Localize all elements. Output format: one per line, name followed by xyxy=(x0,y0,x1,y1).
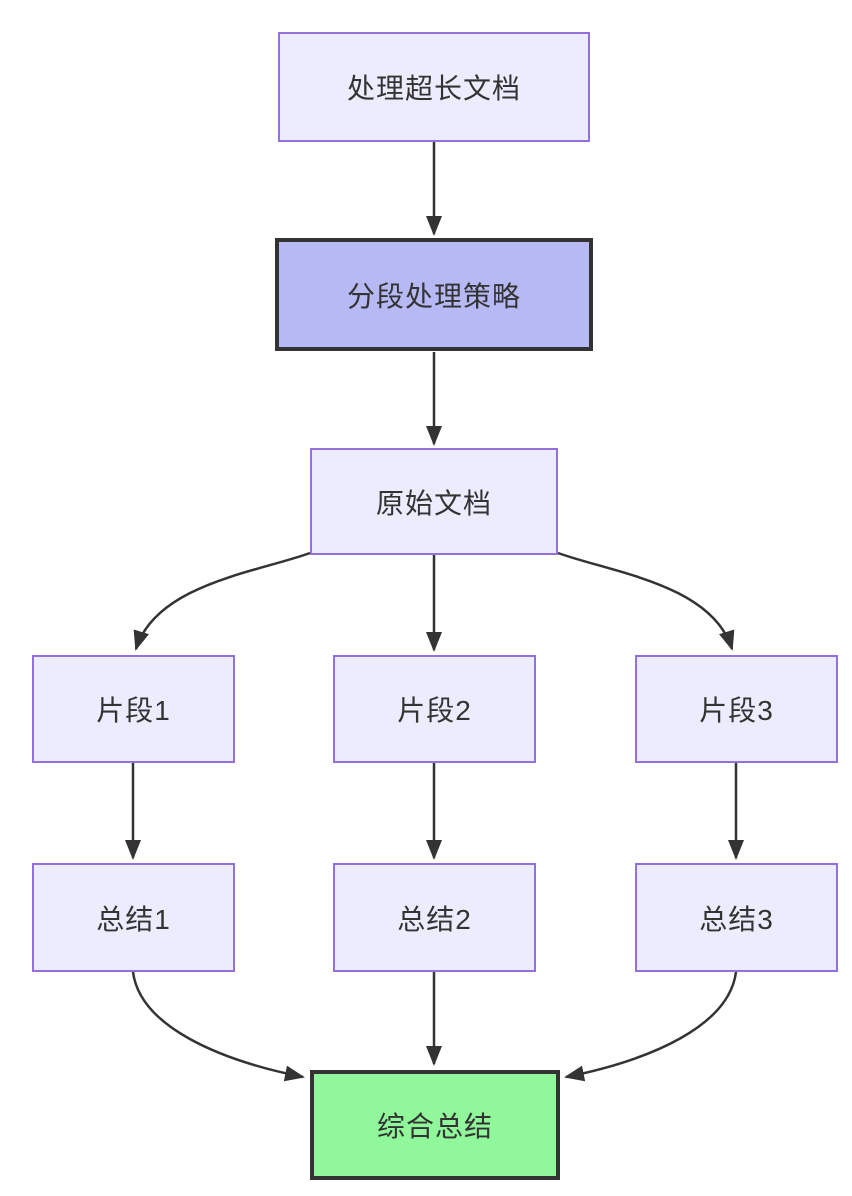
node-segment-3-label: 片段3 xyxy=(699,695,774,726)
node-summary-2: 总结2 xyxy=(333,863,536,972)
edge-doc-seg1 xyxy=(133,551,311,651)
node-segment-1-label: 片段1 xyxy=(96,695,171,726)
node-segmentation-strategy-label: 分段处理策略 xyxy=(346,280,521,312)
edge-doc-seg3 xyxy=(557,551,735,651)
node-summary-3: 总结3 xyxy=(635,863,838,972)
node-combined-summary: 综合总结 xyxy=(310,1070,560,1180)
node-segment-1: 片段1 xyxy=(32,655,235,763)
node-summary-2-label: 总结2 xyxy=(397,903,472,935)
node-process-long-doc: 处理超长文档 xyxy=(278,32,590,142)
node-summary-1: 总结1 xyxy=(32,863,235,972)
node-segmentation-strategy: 分段处理策略 xyxy=(275,238,593,351)
edge-sum1-final xyxy=(131,971,305,1082)
node-summary-1-label: 总结1 xyxy=(96,903,171,935)
node-segment-3: 片段3 xyxy=(635,655,838,763)
node-process-long-doc-label: 处理超长文档 xyxy=(346,73,521,104)
node-original-document-label: 原始文档 xyxy=(375,487,492,519)
node-summary-3-label: 总结3 xyxy=(699,903,774,935)
node-combined-summary-label: 综合总结 xyxy=(376,1111,493,1142)
node-segment-2-label: 片段2 xyxy=(397,695,472,726)
node-segment-2: 片段2 xyxy=(333,655,536,763)
edge-sum3-final xyxy=(564,971,738,1082)
node-original-document: 原始文档 xyxy=(310,448,558,555)
